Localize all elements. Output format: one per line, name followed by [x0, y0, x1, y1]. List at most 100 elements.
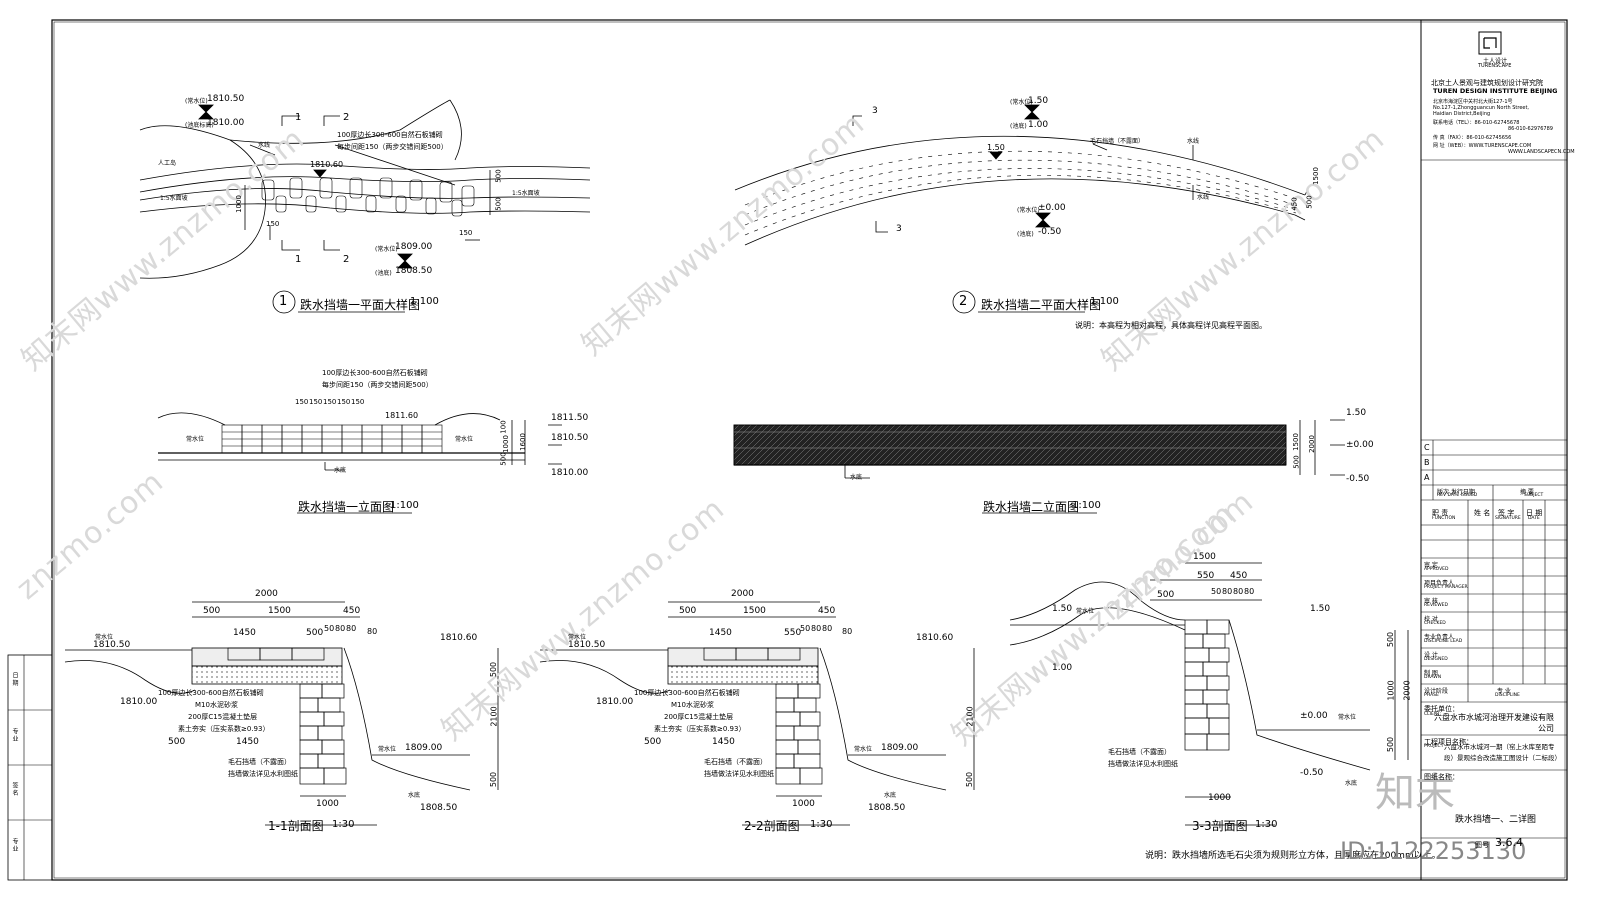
tb-drawing: 跌水挡墙一、二详图: [1455, 815, 1537, 825]
sec1-note: 200厚C15混凝土垫层: [188, 713, 258, 721]
sec1-bottom: 水底: [408, 792, 421, 799]
sec2-title: 2-2剖面图: [744, 819, 800, 833]
sec3-level: 1.50: [1052, 604, 1073, 614]
tb-rev-hdr-en: REV DATE ISSUED: [1437, 493, 1478, 498]
sec1-level: 1810.50: [93, 640, 131, 650]
sec2-level: 1809.00: [881, 743, 919, 753]
elev1-dim: 100: [499, 420, 508, 434]
sec1-note: M10水泥砂浆: [195, 701, 238, 709]
plan2-note: 说明：本高程为相对高程，具体高程详见高程平面图。: [1075, 321, 1267, 330]
sec2-note: 毛石挡墙（不露面）: [704, 758, 767, 766]
elev2-scale: 1:100: [1072, 500, 1101, 511]
tb-web: 网 址（WEB）：WWW.TURENSCAPE.COM: [1433, 143, 1532, 149]
left-strip-label: 专 业: [11, 728, 18, 742]
tb-reviewed: 审 核: [1424, 598, 1438, 605]
sec2-level: 1808.50: [868, 803, 906, 813]
plan1-cut-label: 2: [343, 112, 350, 123]
plan2-scale: 1:100: [1090, 296, 1119, 307]
tb-client: 六盘水市水城河治理开发建设有限公司: [1434, 713, 1554, 733]
sec2-level: 1810.60: [916, 633, 954, 643]
plan1-slope: 1:5水面坡: [160, 195, 188, 202]
tb-date-en: DATE: [1528, 516, 1540, 521]
sec3-dim: 1500: [1193, 552, 1216, 562]
elev1-dim: 1000: [501, 435, 510, 453]
sec3-scale: 1:30: [1255, 819, 1278, 830]
sec2-drawing: [539, 601, 975, 826]
plan1-dim: 500: [494, 169, 503, 183]
sec3-dim: 1000: [1386, 680, 1396, 701]
sec2-dim: 550: [784, 628, 802, 638]
elev1-dim: 150: [351, 398, 365, 406]
plan2-water: 水线: [1197, 194, 1210, 201]
sec1-level: 1810.00: [120, 697, 158, 707]
elev1-water: 常水位: [455, 436, 474, 443]
sec3-water: 常水位: [1338, 714, 1357, 721]
sec2-dim: 500: [679, 606, 697, 616]
tb-pm-en: PROJECT MANAGER: [1424, 585, 1468, 590]
sec3-level: 1.00: [1052, 663, 1073, 673]
sec1-dim: 2100: [489, 706, 499, 727]
tb-name: 姓 名: [1474, 509, 1491, 517]
elev1-level: 1811.50: [551, 413, 589, 423]
sec1-dim: 50: [324, 624, 335, 633]
sec1-title: 1-1剖面图: [268, 819, 324, 833]
sec3-dim: 500: [1386, 631, 1396, 648]
sec3-level: 1.50: [1310, 604, 1331, 614]
tb-client-label: 委托单位：: [1424, 705, 1459, 713]
sec3-note: 毛石挡墙（不露面）: [1108, 748, 1171, 756]
sec2-dim: 500: [965, 771, 975, 788]
tb-web2: WWW.LANDSCAPECN.COM: [1508, 149, 1575, 155]
plan2-dim: 450: [1290, 197, 1299, 211]
tb-company-en: TUREN DESIGN INSTITUTE BEIJING: [1433, 87, 1558, 95]
plan1-scale: 1:100: [410, 296, 439, 307]
sec3-title: 3-3剖面图: [1192, 819, 1248, 833]
plan2-drawing: [734, 104, 1311, 314]
sec3-dim: 2000: [1402, 680, 1412, 701]
elev1-pave-note: 100厚边长300-600自然石板铺砌: [322, 369, 428, 377]
elev1-drawing: [157, 412, 562, 514]
sec1-note: 素土夯实（压实系数≥0.93）: [178, 725, 270, 733]
sec1-dim: 80: [346, 624, 357, 633]
plan2-cut: 3: [872, 106, 878, 116]
plan2-title: 跌水挡墙二平面大样图: [981, 298, 1102, 312]
elev1-scale: 1:100: [390, 500, 419, 511]
left-strip-label: 专 业: [11, 838, 18, 852]
sec2-note: 100厚边长300-600自然石板铺砌: [634, 689, 740, 697]
tb-date: 日 期: [1526, 509, 1543, 517]
plan2-level: 1.50: [987, 143, 1005, 152]
plan1-water: 水线: [258, 142, 271, 149]
plan2-cut: 3: [896, 224, 902, 234]
sec1-dim: 1500: [268, 606, 291, 616]
sec2-level: 1810.00: [596, 697, 634, 707]
tb-addr-en2: Haidian District,Beijing: [1433, 111, 1491, 117]
sec1-dim: 500: [168, 737, 186, 747]
tb-dl-en: DISCIPLINE LEAD: [1424, 639, 1463, 644]
sec1-dim: 500: [489, 771, 499, 788]
sec2-note: 素土夯实（压实系数≥0.93）: [654, 725, 746, 733]
sec2-dim: 80: [842, 627, 853, 636]
plan2-level: -0.50: [1038, 227, 1062, 237]
plan2-level: 1.00: [1028, 120, 1049, 130]
sec3-dim: 450: [1230, 571, 1248, 581]
sec2-dim: 50: [800, 624, 811, 633]
tb-company-cn: 北京土人景观与建筑规划设计研究院: [1431, 79, 1543, 87]
plan2-level: ±0.00: [1038, 203, 1066, 213]
plan2-dim: 1500: [1311, 167, 1320, 185]
elev2-title: 跌水挡墙二立面图: [983, 500, 1080, 514]
tb-drawing-label: 图纸名称：: [1424, 773, 1459, 781]
sec1-level: 1810.60: [440, 633, 478, 643]
plan1-dim: 500: [494, 197, 503, 211]
sec1-level: 1809.00: [405, 743, 443, 753]
plan1-title: 跌水挡墙一平面大样图: [300, 298, 421, 312]
tb-subject-en: SUBJECT: [1524, 493, 1544, 498]
elev1-dim: 1600: [518, 433, 527, 451]
sec3-water: 常水位: [1076, 608, 1095, 615]
sec1-dim: 1450: [236, 737, 259, 747]
tb-fax: 传 真（FAX）：86-010-62745656: [1433, 135, 1512, 141]
plan1-dim: 150: [266, 220, 280, 228]
left-strip-label: 日 期: [11, 672, 18, 686]
elev1-dim: 150: [295, 398, 309, 406]
plan1-cut-label: 2: [343, 254, 350, 265]
left-strip-label: 签 名: [11, 782, 18, 796]
